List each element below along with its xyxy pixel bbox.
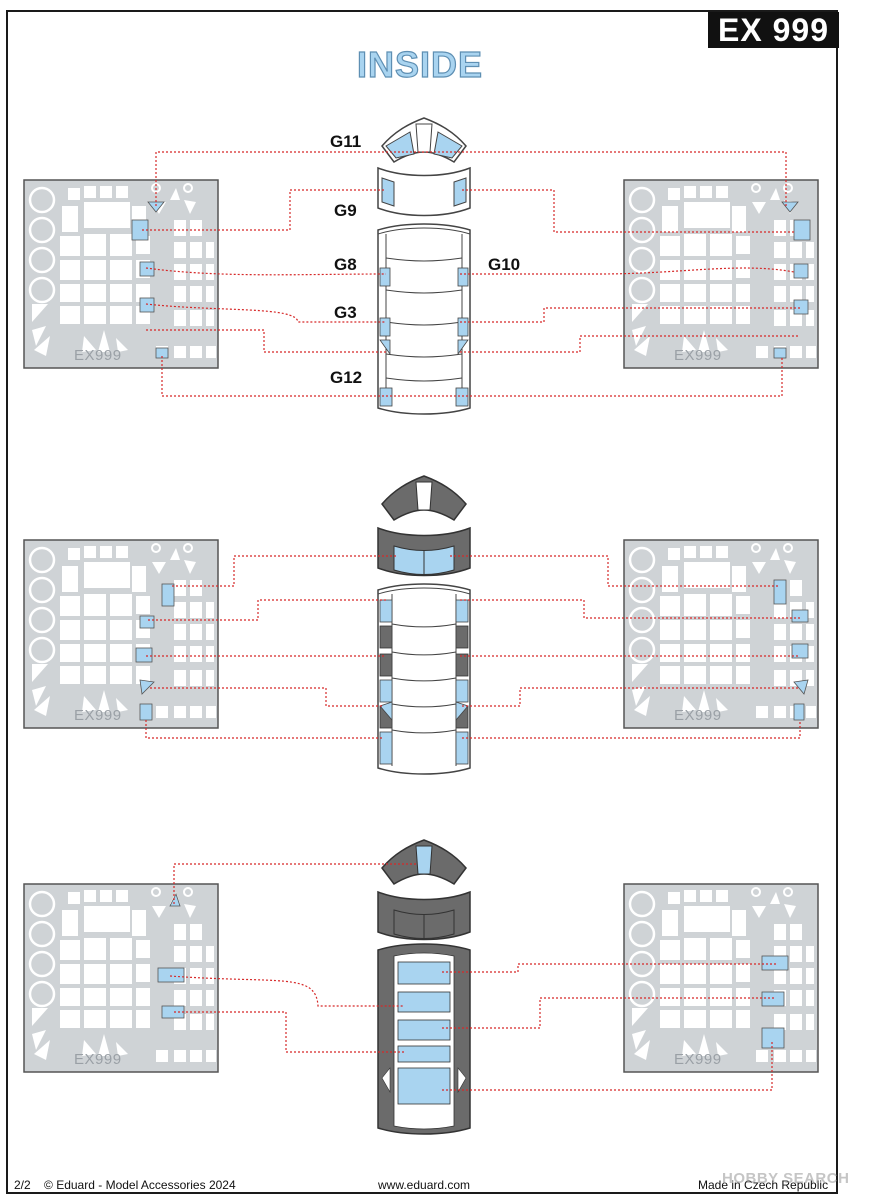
panel-3: EX999 EX999 [22, 839, 820, 1135]
watermark: HOBBY SEARCH [722, 1170, 850, 1187]
label-g9: G9 [334, 201, 357, 220]
leader-lines-panel-1 [142, 151, 800, 397]
fret-code-label: EX999 [74, 707, 122, 724]
section-title: INSIDE [356, 43, 484, 85]
mask-fret-left-3: EX999 [22, 882, 220, 1074]
fret-code-label: EX999 [674, 1051, 722, 1068]
fret-code-label: EX999 [74, 347, 122, 364]
mask-fret-left-2: EX999 [22, 538, 220, 730]
label-g8: G8 [334, 255, 357, 274]
fret-code-label: EX999 [674, 707, 722, 724]
leader-lines-panel-2 [145, 555, 801, 739]
part-g11 [381, 117, 467, 163]
label-g11: G11 [330, 132, 361, 151]
panel-1: EX999 EX999 [22, 117, 820, 415]
footer-page-copyright: 2/2 © Eduard - Model Accessories 2024 [14, 1178, 236, 1192]
part-column-3 [377, 943, 471, 1135]
part-g9 [377, 167, 471, 217]
part-band-3 [377, 890, 471, 941]
label-g3: G3 [334, 303, 357, 322]
part-column-1 [377, 223, 471, 415]
made-in-text: Made in Czech Republic [698, 1178, 829, 1192]
part-cap-3 [381, 839, 467, 885]
leader-lines-panel-3 [169, 863, 778, 1091]
fret-code-label: EX999 [674, 347, 722, 364]
website-link[interactable]: www.eduard.com [378, 1178, 471, 1192]
mask-fret-left-1: EX999 [22, 178, 220, 370]
mask-fret-right-3: EX999 [622, 882, 820, 1074]
page-number: 2/2 [14, 1178, 31, 1192]
product-code-badge: EX 999 [708, 12, 839, 48]
label-g10: G10 [488, 255, 520, 274]
label-g12: G12 [330, 368, 362, 387]
part-cap-2 [381, 475, 467, 521]
panel-2: EX999 EX999 [22, 475, 820, 775]
instruction-sheet-frame [6, 10, 838, 1194]
mask-fret-right-2: EX999 [622, 538, 820, 730]
fret-code-label: EX999 [74, 1051, 122, 1068]
copyright-text: © Eduard - Model Accessories 2024 [44, 1178, 236, 1192]
part-band-2 [377, 526, 471, 577]
mask-fret-right-1: EX999 [622, 178, 820, 370]
part-column-2 [377, 583, 471, 775]
